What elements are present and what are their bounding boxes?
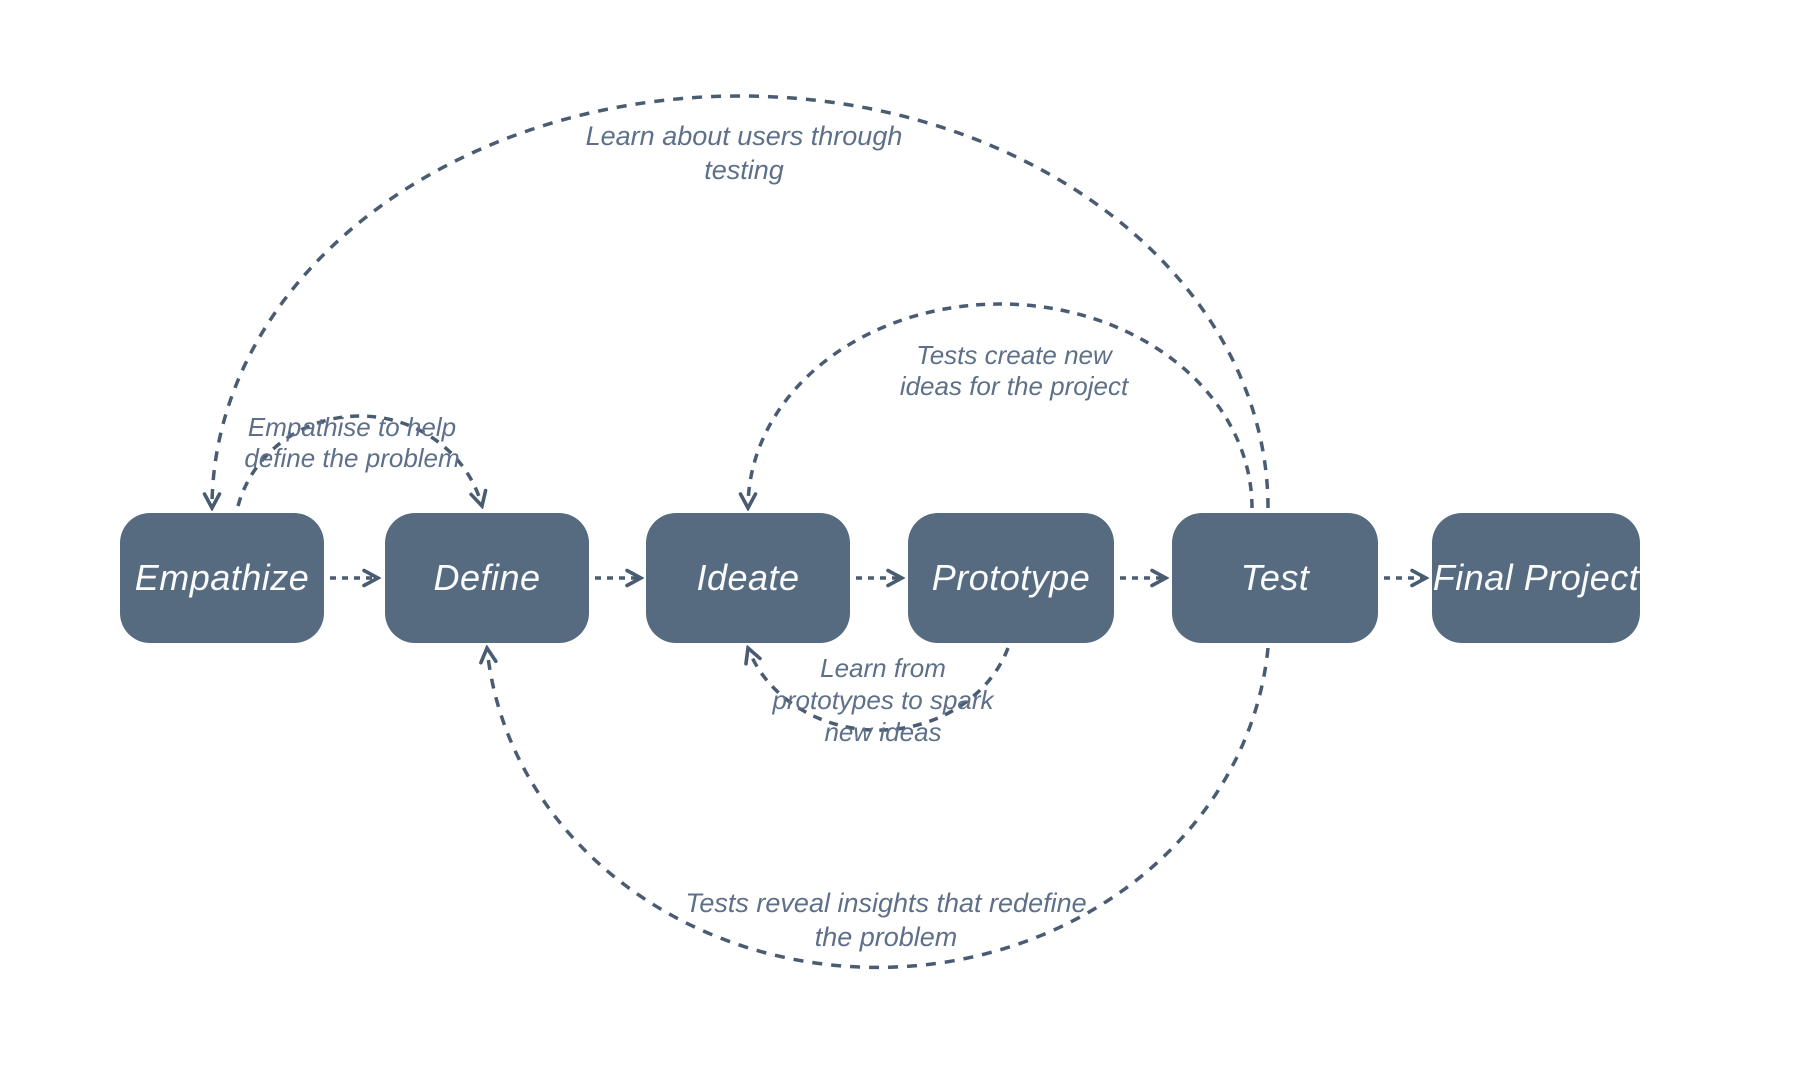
arc-prototype-to-ideate bbox=[748, 648, 1010, 732]
annotation-learn-from-prototypes: Learn from prototypes to spark new ideas bbox=[772, 653, 994, 747]
node-empathize: Empathize bbox=[120, 513, 324, 643]
annotation-tests-reveal-insights: Tests reveal insights that redefine the … bbox=[685, 888, 1087, 952]
annotation-empathise-to-help: Empathise to help define the problem bbox=[244, 412, 460, 473]
arc-test-to-ideate bbox=[748, 302, 1254, 508]
arc-test-to-define bbox=[487, 648, 1270, 970]
node-test: Test bbox=[1172, 513, 1378, 643]
arc-test-to-empathize bbox=[212, 94, 1270, 508]
annotation-learn-about-users: Learn about users through testing bbox=[585, 121, 903, 185]
arc-empathize-to-define bbox=[236, 414, 482, 506]
node-ideate: Ideate bbox=[646, 513, 850, 643]
node-prototype: Prototype bbox=[908, 513, 1114, 643]
annotation-tests-create-new-ideas: Tests create new ideas for the project bbox=[899, 340, 1129, 401]
node-define: Define bbox=[385, 513, 589, 643]
node-final-project: Final Project bbox=[1432, 513, 1640, 643]
